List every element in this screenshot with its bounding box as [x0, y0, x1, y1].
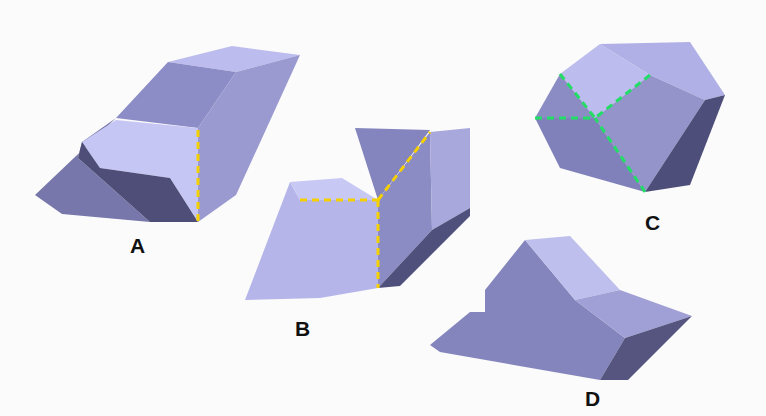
part-letter: A — [130, 235, 145, 256]
solid-a — [35, 46, 300, 222]
solid-d — [430, 236, 692, 380]
solid-c — [535, 42, 725, 192]
part-letter: C — [645, 212, 660, 233]
part-letter: B — [295, 318, 310, 339]
solid-b — [245, 128, 470, 300]
part-letter: D — [585, 388, 600, 409]
